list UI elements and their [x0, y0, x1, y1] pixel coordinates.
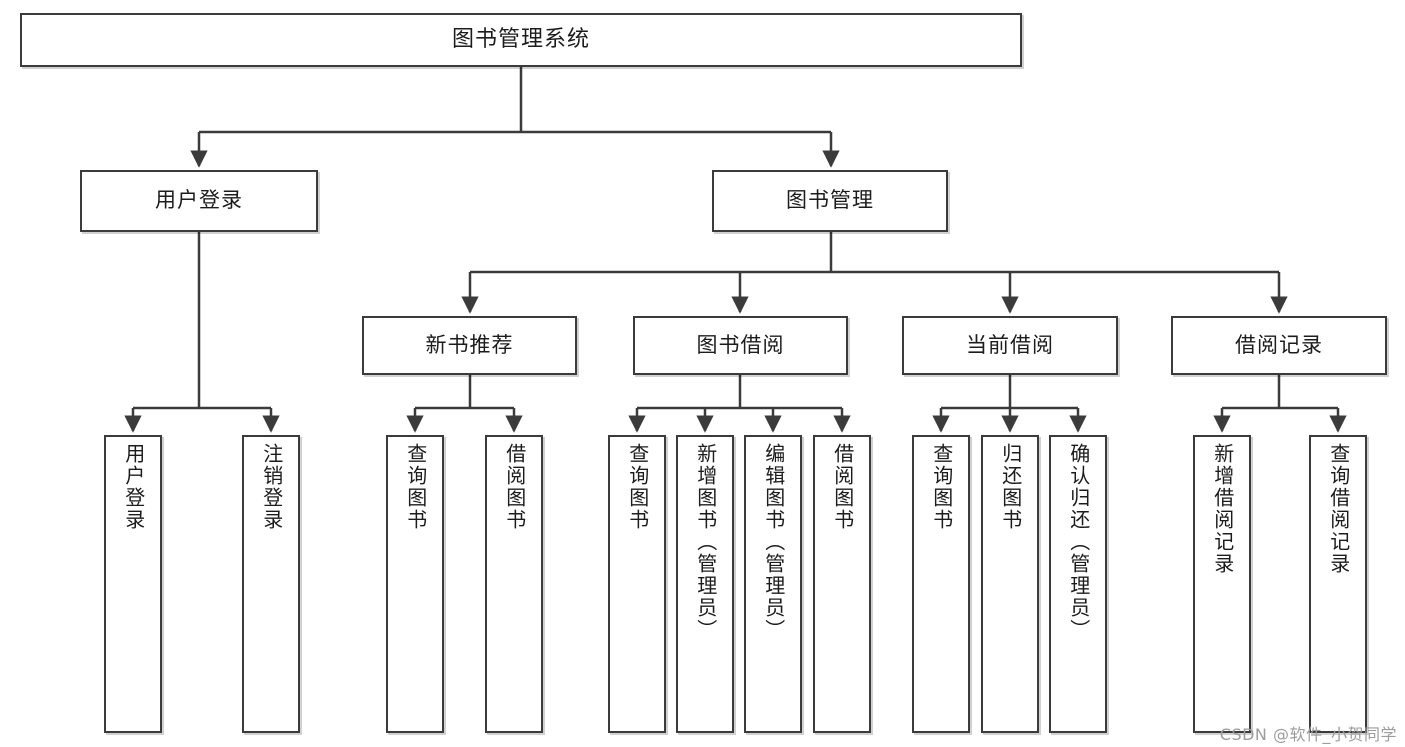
node-leaf-confirm-return[interactable]: 确认归还（管理员）: [1049, 435, 1107, 733]
node-leaf-query-book-1[interactable]: 查询图书: [386, 435, 444, 733]
node-leaf-return-book[interactable]: 归还图书: [981, 435, 1039, 733]
node-leaf-query-book-2-label: 查询图书: [625, 443, 650, 531]
node-user-login-label: 用户登录: [155, 188, 243, 213]
node-leaf-borrow-book-1[interactable]: 借阅图书: [485, 435, 543, 733]
node-leaf-return-book-label: 归还图书: [998, 443, 1023, 531]
node-leaf-edit-book-label: 编辑图书（管理员）: [761, 443, 786, 641]
node-leaf-query-record[interactable]: 查询借阅记录: [1309, 435, 1367, 733]
node-user-login[interactable]: 用户登录: [80, 170, 318, 232]
node-leaf-borrow-book-2-label: 借阅图书: [830, 443, 855, 531]
node-borrow-record-label: 借阅记录: [1235, 332, 1323, 357]
node-book-manage-label: 图书管理: [786, 188, 874, 213]
node-leaf-borrow-book-2[interactable]: 借阅图书: [813, 435, 871, 733]
node-leaf-logout-label: 注销登录: [259, 443, 284, 531]
node-book-borrow[interactable]: 图书借阅: [633, 316, 848, 375]
node-leaf-add-book-label: 新增图书（管理员）: [693, 443, 718, 641]
node-leaf-add-record[interactable]: 新增借阅记录: [1193, 435, 1251, 733]
node-root-label: 图书管理系统: [451, 26, 590, 52]
node-leaf-user-login-label: 用户登录: [121, 443, 146, 531]
node-book-manage[interactable]: 图书管理: [712, 170, 948, 232]
node-leaf-user-login[interactable]: 用户登录: [104, 435, 162, 733]
node-current-borrow-label: 当前借阅: [966, 332, 1054, 357]
node-leaf-query-book-1-label: 查询图书: [403, 443, 428, 531]
node-book-borrow-label: 图书借阅: [696, 332, 785, 357]
node-leaf-edit-book[interactable]: 编辑图书（管理员）: [744, 435, 802, 733]
node-leaf-query-book-2[interactable]: 查询图书: [608, 435, 666, 733]
watermark: CSDN @软件_小贺同学: [1219, 725, 1397, 744]
node-new-book-recommend-label: 新书推荐: [425, 332, 514, 357]
node-leaf-confirm-return-label: 确认归还（管理员）: [1066, 443, 1091, 641]
node-new-book-recommend[interactable]: 新书推荐: [362, 316, 577, 375]
node-leaf-logout[interactable]: 注销登录: [242, 435, 300, 733]
node-leaf-borrow-book-1-label: 借阅图书: [502, 443, 527, 531]
node-leaf-query-book-3[interactable]: 查询图书: [912, 435, 970, 733]
node-leaf-add-book[interactable]: 新增图书（管理员）: [676, 435, 734, 733]
node-borrow-record[interactable]: 借阅记录: [1171, 316, 1387, 375]
node-leaf-query-record-label: 查询借阅记录: [1326, 443, 1351, 575]
node-root[interactable]: 图书管理系统: [20, 13, 1022, 67]
node-leaf-add-record-label: 新增借阅记录: [1210, 443, 1235, 575]
node-leaf-query-book-3-label: 查询图书: [929, 443, 954, 531]
node-current-borrow[interactable]: 当前借阅: [902, 316, 1118, 375]
